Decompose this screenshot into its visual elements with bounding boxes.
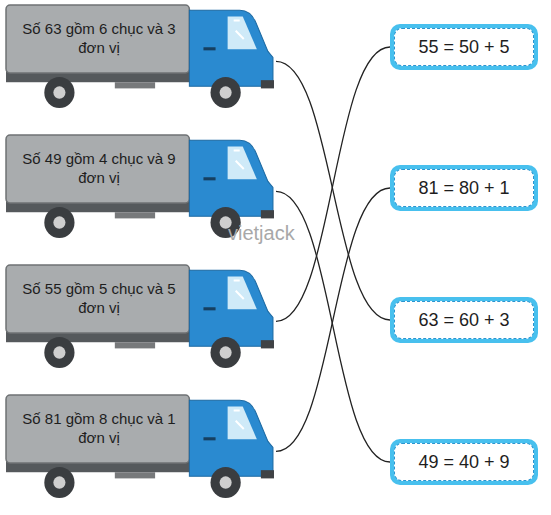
connector <box>276 61 390 320</box>
truck-label: Số 49 gồm 4 chục và 9 đơn vị <box>12 140 186 198</box>
equation-text: 81 = 80 + 1 <box>394 169 534 207</box>
truck-box: Số 63 gồm 6 chục và 3 đơn vị <box>4 2 276 110</box>
answer-box: 63 = 60 + 3 <box>390 297 538 343</box>
watermark: vietjack <box>228 222 295 245</box>
answer-box: 81 = 80 + 1 <box>390 165 538 211</box>
truck-label: Số 81 gồm 8 chục và 1 đơn vị <box>12 400 186 458</box>
truck-box: Số 55 gồm 5 chục và 5 đơn vị <box>4 262 276 370</box>
equation-text: 55 = 50 + 5 <box>394 28 534 66</box>
truck-label: Số 63 gồm 6 chục và 3 đơn vị <box>12 10 186 68</box>
connector <box>276 47 390 321</box>
truck-box: Số 81 gồm 8 chục và 1 đơn vị <box>4 392 276 500</box>
equation-text: 49 = 40 + 9 <box>394 443 534 481</box>
truck-label: Số 55 gồm 5 chục và 5 đơn vị <box>12 270 186 328</box>
answer-box: 49 = 40 + 9 <box>390 439 538 485</box>
truck-illustration <box>4 2 276 110</box>
truck-illustration <box>4 392 276 500</box>
equation-text: 63 = 60 + 3 <box>394 301 534 339</box>
truck-illustration <box>4 262 276 370</box>
answer-box: 55 = 50 + 5 <box>390 24 538 70</box>
